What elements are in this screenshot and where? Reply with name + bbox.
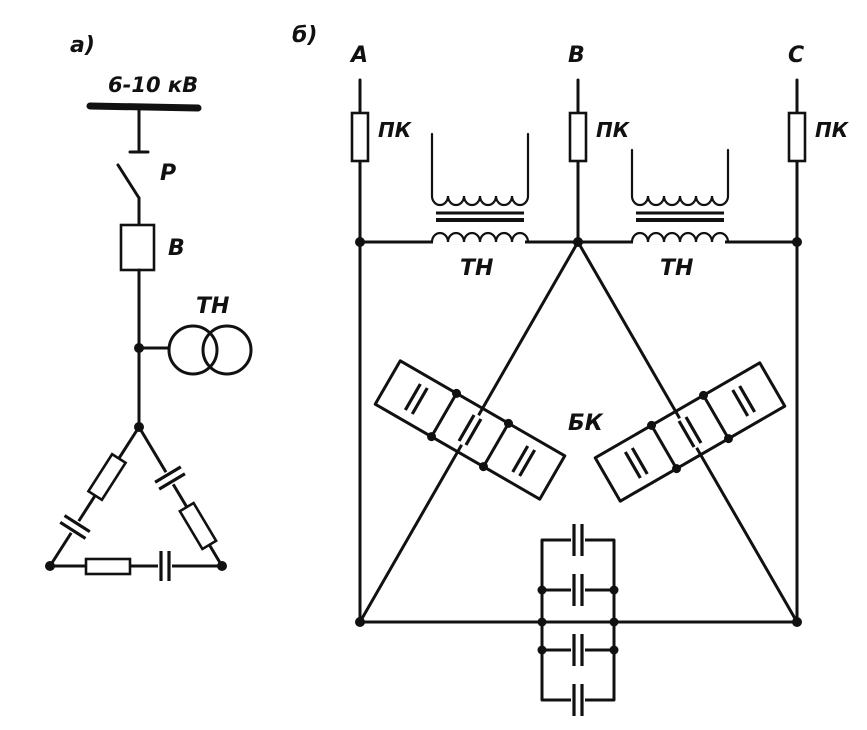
- fuse-phase-a: [350, 111, 370, 163]
- fuse-phase-b: [568, 111, 588, 163]
- delta-left-capacitor: [57, 512, 93, 542]
- breaker-label: В: [168, 236, 185, 261]
- panel-a-label: а): [70, 33, 95, 58]
- delta-right-capacitor: [152, 463, 188, 493]
- delta-left-fuse: [86, 452, 128, 502]
- fuse-phase-c: [787, 111, 807, 163]
- phase-a-label: А: [349, 43, 368, 68]
- circuit-breaker: [119, 223, 156, 272]
- disconnector-label: Р: [160, 161, 176, 186]
- fuse-label-a: ПК: [378, 118, 413, 142]
- phase-c-label: С: [788, 43, 804, 68]
- delta-right-fuse: [178, 501, 218, 551]
- bus-voltage-label: 6-10 кВ: [108, 73, 198, 97]
- voltage-transformer-winding-2: [201, 324, 253, 376]
- capacitor-group-left: [373, 359, 567, 501]
- node-c-upper: [792, 237, 802, 247]
- busbar: [86, 102, 202, 112]
- delta-bottom-fuse: [84, 557, 132, 576]
- fuse-label-b: ПК: [596, 118, 631, 142]
- capacitor-group-right: [593, 361, 787, 503]
- node-a-upper: [355, 237, 365, 247]
- panel-b-label: б): [292, 23, 317, 48]
- panel-b: б) А В С ПК ПК ПК ТН: [292, 23, 850, 717]
- fuse-label-c: ПК: [815, 118, 850, 142]
- transformer-label-2: ТН: [660, 256, 693, 281]
- phase-b-label: В: [568, 43, 585, 68]
- disconnector-blade: [116, 163, 141, 200]
- capacitor-bank-label: БК: [568, 411, 604, 436]
- transformer-label: ТН: [196, 294, 229, 319]
- voltage-transformer-winding-1: [167, 324, 219, 376]
- transformer-label-1: ТН: [460, 256, 493, 281]
- voltage-transformer-2: [630, 148, 730, 246]
- panel-a: а) 6-10 кВ Р В ТН: [45, 33, 253, 582]
- delta-bottom-capacitor: [158, 550, 172, 582]
- capacitor-group-bottom: [537, 523, 619, 717]
- voltage-transformer-1: [430, 132, 530, 246]
